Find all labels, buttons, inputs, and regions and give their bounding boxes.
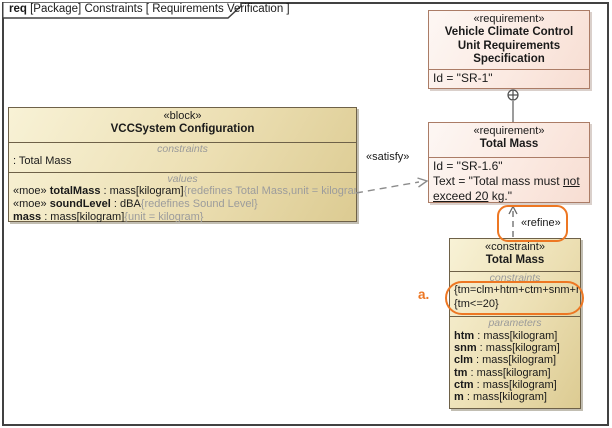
constraint-title: «constraint» Total Mass — [450, 239, 580, 271]
vcc-spec-id: Id = "SR-1" — [433, 71, 493, 85]
value-property-mass: mass : mass[kilogram]{unit = kilogram} — [13, 211, 204, 222]
vcc-block-title: «block» VCCSystem Configuration — [9, 108, 356, 142]
constraint-constraints-compartment: constraints {tm=clm+htm+ctm+snm+m} {tm<=… — [450, 271, 580, 316]
total-mass-req-title: «requirement» Total Mass — [429, 123, 589, 157]
refine-label: «refine» — [521, 217, 561, 229]
vcc-block-name: VCCSystem Configuration — [110, 123, 255, 135]
constraint-name: Total Mass — [485, 254, 545, 266]
values-compartment-label: values — [167, 173, 198, 185]
constraint-node-total-mass[interactable]: «constraint» Total Mass constraints {tm=… — [449, 238, 581, 409]
diagram-header-tab — [2, 2, 242, 19]
refine-highlight-callout — [497, 205, 568, 242]
parameter-htm: htm : mass[kilogram] — [454, 330, 558, 342]
requirement-node-total-mass[interactable]: «requirement» Total Mass Id = "SR-1.6" T… — [428, 122, 590, 203]
parameter-ctm: ctm : mass[kilogram] — [454, 378, 557, 391]
header-tab-shape — [2, 2, 242, 19]
total-mass-req-id: Id = "SR-1.6" — [433, 159, 503, 173]
value-property-totalmass: «moe» totalMass : mass[kilogram]{redefin… — [13, 185, 356, 197]
constraint-expression-sum: {tm=clm+htm+ctm+snm+m} — [454, 284, 580, 296]
block-node-vcc-system-configuration[interactable]: «block» VCCSystem Configuration constrai… — [8, 107, 357, 222]
parameter-snm: snm : mass[kilogram] — [454, 342, 560, 355]
constraint-usage-item: : Total Mass — [13, 155, 72, 167]
constraint-parameters-compartment: parameters htm : mass[kilogram] snm : ma… — [450, 316, 580, 408]
constraints-compartment-label: constraints — [489, 272, 541, 284]
total-mass-req-name: Total Mass — [479, 138, 539, 150]
value-property-soundlevel: «moe» soundLevel : dBA{redefines Sound L… — [13, 198, 258, 210]
requirement-node-vcc-spec[interactable]: «requirement» Vehicle Climate Control Un… — [428, 10, 590, 89]
diagram-kind-keyword: req — [9, 3, 27, 15]
parameter-clm: clm : mass[kilogram] — [454, 354, 557, 367]
satisfy-label: «satisfy» — [366, 151, 410, 163]
vcc-block-values-compartment: values «moe» totalMass : mass[kilogram]{… — [9, 172, 356, 222]
diagram-title: [Package] Constraints [ Requirements Ver… — [26, 3, 290, 15]
diagram-header-label: req [Package] Constraints [ Requirements… — [9, 3, 290, 16]
vcc-spec-name: Vehicle Climate Control Unit Requirement… — [444, 26, 574, 65]
vcc-block-stereotype: «block» — [163, 110, 202, 122]
vcc-block-constraints-compartment: constraints : Total Mass — [9, 142, 356, 172]
vcc-spec-title: «requirement» Vehicle Climate Control Un… — [429, 11, 589, 69]
total-mass-req-stereotype: «requirement» — [473, 125, 545, 137]
constraint-highlight-ellipse — [445, 281, 584, 315]
constraints-compartment-label: constraints — [157, 143, 208, 155]
vcc-spec-stereotype: «requirement» — [473, 13, 545, 25]
constraint-expression-limit: {tm<=20} — [454, 297, 499, 310]
constraint-stereotype: «constraint» — [485, 241, 545, 253]
parameter-tm: tm : mass[kilogram] — [454, 366, 551, 379]
total-mass-req-body: Id = "SR-1.6" Text = "Total mass must no… — [429, 157, 589, 203]
parameter-m: m : mass[kilogram] — [454, 391, 547, 404]
parameters-compartment-label: parameters — [488, 317, 542, 329]
vcc-spec-id-compartment: Id = "SR-1" — [429, 69, 589, 89]
annotation-marker-a: a. — [418, 287, 430, 302]
